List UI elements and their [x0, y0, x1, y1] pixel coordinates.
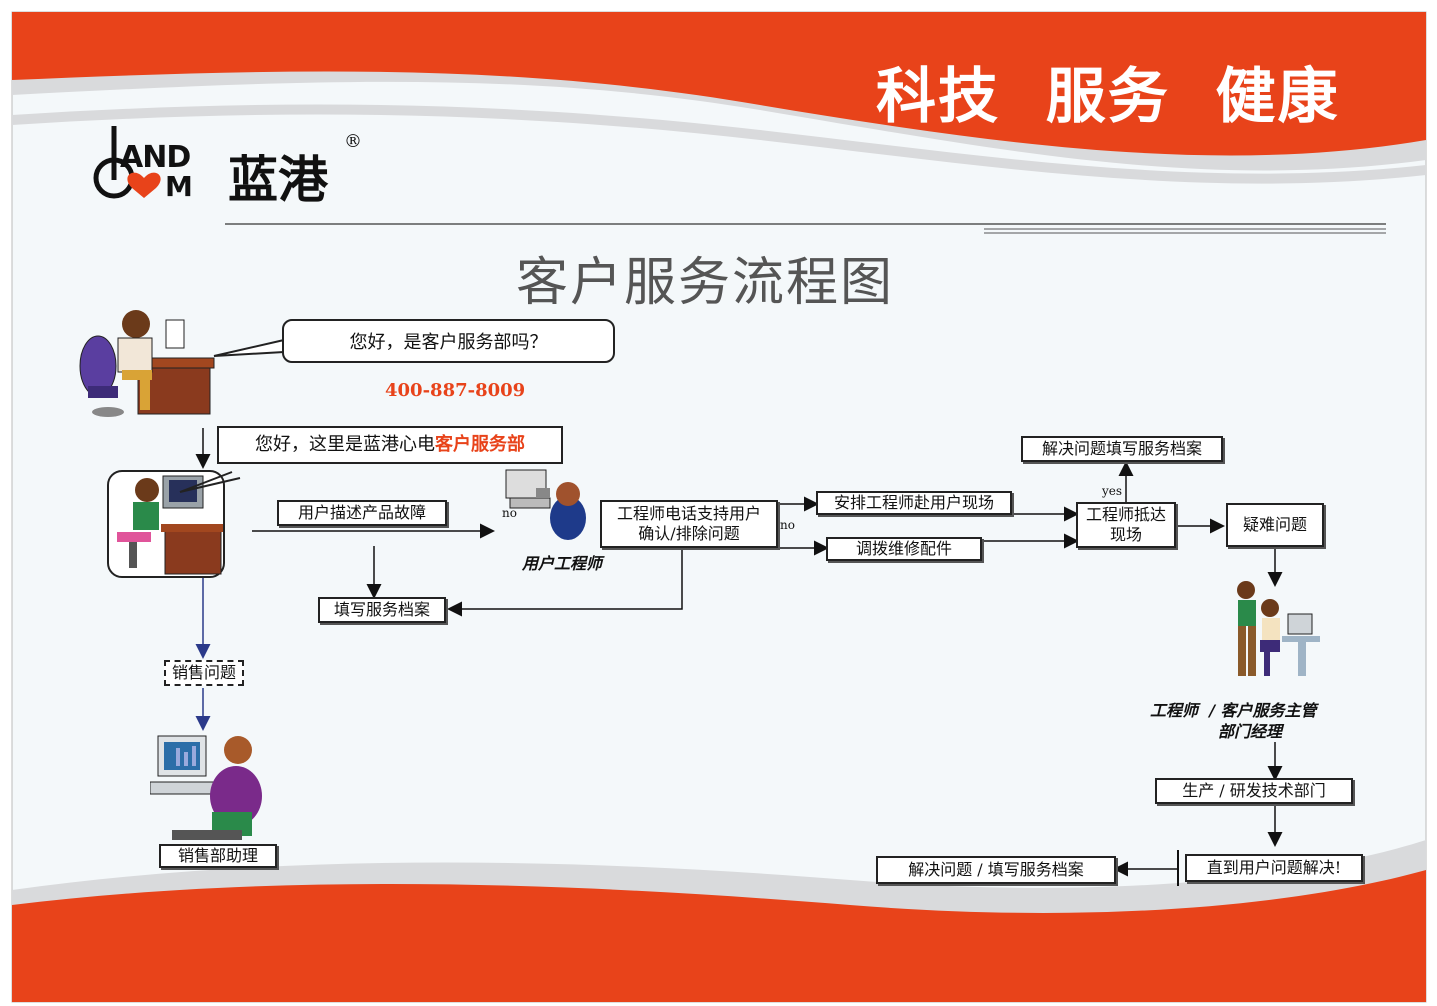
user-engineer-illustration — [505, 469, 586, 540]
node-engineer-arrive: 工程师抵达 现场 — [1076, 502, 1176, 548]
manager-engineer-illustration — [1237, 581, 1320, 676]
page-title: 客户服务流程图 — [516, 253, 895, 313]
node-sales-assistant: 销售部助理 — [159, 844, 277, 868]
reply-text: 您好，这里是蓝港心电 — [255, 433, 435, 455]
node-rnd: 生产 / 研发技术部门 — [1155, 778, 1353, 804]
caller-speech-bubble: 您好，是客户服务部吗？ — [282, 319, 615, 363]
slogan: 科技 服务 健康 — [876, 62, 1340, 132]
engineer-arrive-line1: 工程师抵达 — [1085, 505, 1166, 524]
node-solve-fill-record: 解决问题填写服务档案 — [1021, 436, 1223, 462]
service-agent-illustration — [107, 470, 225, 578]
node-arrange-engineer: 安排工程师赴用户现场 — [816, 491, 1012, 515]
node-until-solved: 直到用户问题解决! — [1185, 854, 1363, 882]
service-phone-number: 400-887-8009 — [385, 380, 526, 401]
node-final-record: 解决问题 / 填写服务档案 — [876, 856, 1116, 884]
label-manager-line2: 部门经理 — [1218, 722, 1283, 741]
node-sales-issue: 销售问题 — [164, 660, 244, 686]
node-fill-record: 填写服务档案 — [318, 597, 446, 623]
logo-latin-bottom: M — [165, 170, 193, 203]
landcom-logo-mark — [93, 126, 161, 199]
logo-latin-top: AND — [120, 140, 191, 175]
edge-label-no-2: no — [780, 518, 795, 532]
reply-highlight: 客户服务部 — [435, 433, 525, 455]
caller-speech-text: 您好，是客户服务部吗？ — [349, 332, 548, 353]
logo-chinese: 蓝港 — [228, 151, 328, 209]
phone-support-line2: 确认/排除问题 — [638, 524, 740, 543]
registered-mark: ® — [344, 131, 362, 152]
node-phone-support: 工程师电话支持用户 确认/排除问题 — [600, 500, 778, 548]
edge-label-no-1: no — [502, 506, 517, 520]
node-difficult-problem: 疑难问题 — [1226, 503, 1324, 547]
label-manager-line1: 工程师 / 客户服务主管 — [1150, 701, 1317, 720]
caller-illustration — [79, 310, 215, 417]
node-dispatch-parts: 调拨维修配件 — [826, 537, 982, 561]
phone-support-line1: 工程师电话支持用户 — [616, 504, 761, 523]
sales-assistant-illustration — [150, 735, 262, 840]
edge-label-yes: yes — [1102, 484, 1123, 498]
label-user-engineer: 用户工程师 — [522, 554, 603, 573]
reply-callout: 您好，这里是蓝港心电客户服务部 — [217, 426, 563, 464]
node-describe-fault: 用户描述产品故障 — [277, 500, 447, 526]
engineer-arrive-line2: 现场 — [1109, 525, 1142, 544]
